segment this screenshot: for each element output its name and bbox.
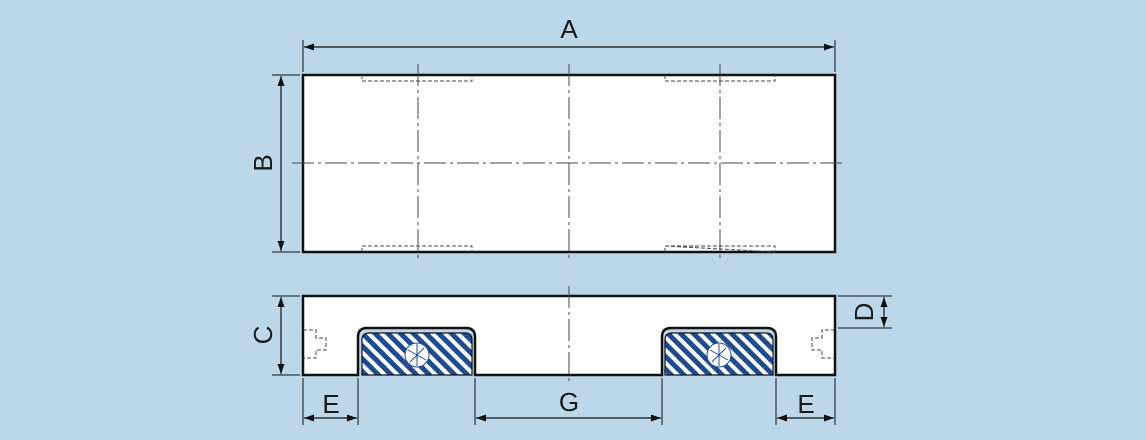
dimension-label-C: C (248, 326, 278, 345)
rubber-pad-right (664, 332, 774, 376)
dimension-E-right: E (775, 378, 836, 425)
top-view-centerlines (292, 64, 846, 262)
dimension-B: B (248, 74, 300, 253)
dimension-label-A: A (560, 14, 578, 44)
dimension-label-G: G (559, 387, 579, 417)
dimension-G: G (474, 378, 663, 425)
top-view (292, 64, 846, 262)
dimension-D: D (838, 295, 892, 329)
dimension-label-D: D (849, 303, 879, 322)
dimension-E-left: E (302, 378, 359, 425)
dimension-label-E-right: E (797, 389, 814, 419)
dimension-A: A (302, 14, 836, 72)
hidden-end-notches (303, 329, 835, 359)
dimension-C: C (248, 295, 300, 376)
dimension-label-E-left: E (322, 389, 339, 419)
rubber-pad-left (361, 332, 473, 376)
dimension-label-B: B (248, 154, 278, 171)
front-view (301, 286, 837, 384)
